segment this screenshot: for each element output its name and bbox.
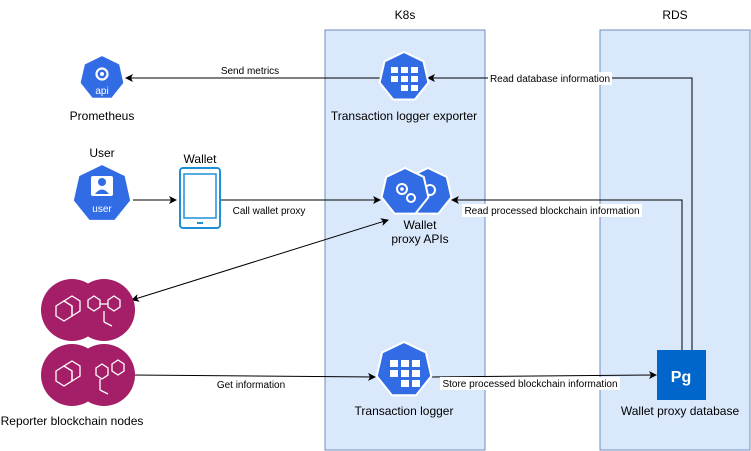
label-send-metrics: Send metrics bbox=[221, 66, 279, 77]
proxy-apis-label-line2: proxy APIs bbox=[391, 232, 448, 246]
user-icon: user bbox=[71, 162, 133, 222]
reporter-label: Reporter blockchain nodes bbox=[1, 414, 144, 428]
exporter-label: Transaction logger exporter bbox=[331, 109, 477, 123]
proxy-apis-label-line1: Wallet bbox=[404, 218, 438, 232]
user-title: User bbox=[89, 146, 114, 160]
proxy-apis-icon bbox=[380, 166, 453, 215]
wallet-tablet-icon bbox=[179, 167, 221, 229]
exporter-deploy-icon bbox=[378, 50, 430, 101]
tx-logger-deploy-icon bbox=[375, 340, 433, 397]
label-call-wallet-proxy: Call wallet proxy bbox=[233, 206, 306, 217]
rds-zone-title: RDS bbox=[662, 8, 687, 22]
edge-read-processed bbox=[451, 196, 683, 350]
db-badge: Pg bbox=[671, 369, 691, 386]
blockchain-node-icon bbox=[41, 344, 135, 406]
label-read-db-info: Read database information bbox=[490, 74, 610, 85]
edge-store-processed bbox=[429, 371, 657, 380]
k8s-zone-title: K8s bbox=[395, 8, 416, 22]
tx-logger-label: Transaction logger bbox=[355, 404, 454, 418]
user-badge: user bbox=[92, 204, 112, 215]
blockchain-node-icon bbox=[41, 279, 135, 341]
label-store-processed: Store processed blockchain information bbox=[442, 379, 617, 390]
label-get-information: Get information bbox=[217, 380, 285, 391]
postgres-db-icon: Pg bbox=[657, 350, 706, 400]
prometheus-api-icon: api bbox=[78, 53, 126, 100]
wallet-title: Wallet bbox=[184, 152, 218, 166]
prometheus-badge: api bbox=[95, 86, 108, 97]
prometheus-label: Prometheus bbox=[70, 109, 135, 123]
edge-get-information bbox=[131, 372, 376, 381]
edge-reporter-proxy bbox=[131, 218, 389, 302]
label-read-processed: Read processed blockchain information bbox=[464, 206, 639, 217]
db-label: Wallet proxy database bbox=[621, 404, 740, 418]
